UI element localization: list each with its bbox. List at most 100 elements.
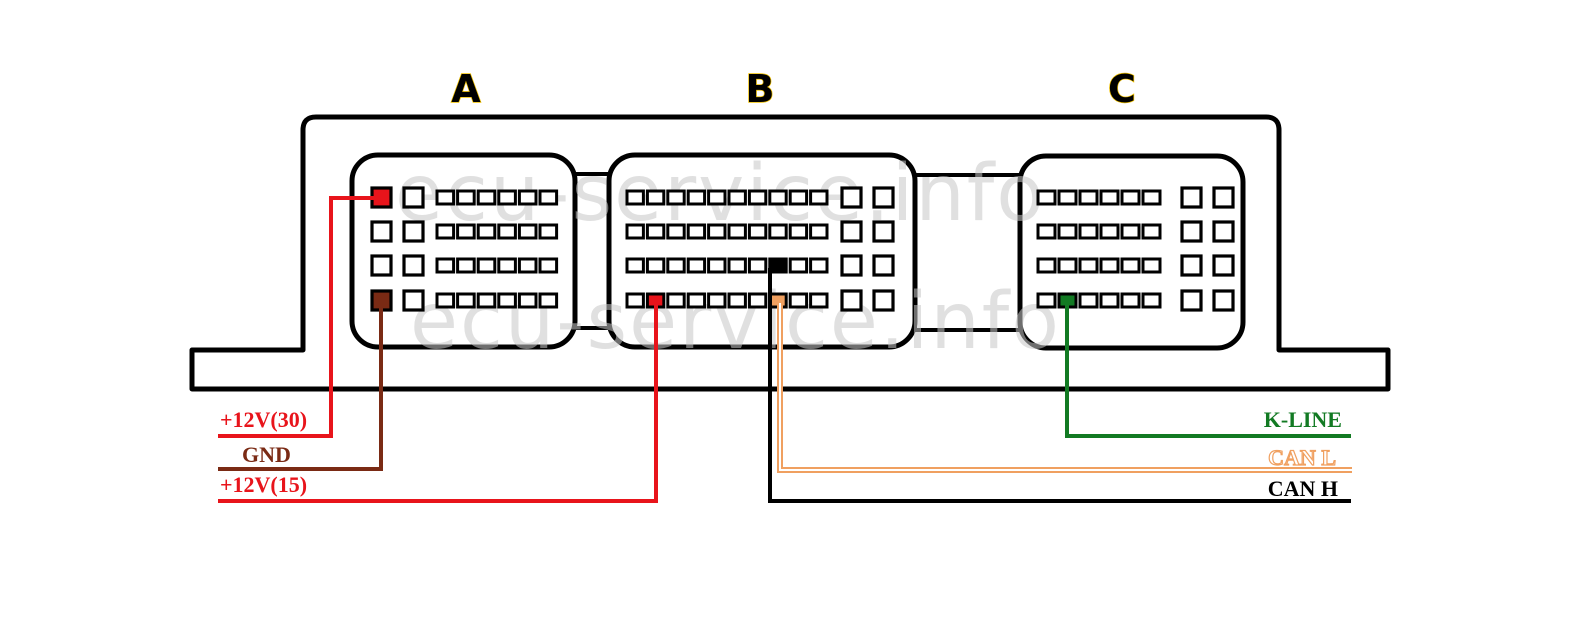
wire-plus12v30: +12V(30) <box>218 196 381 438</box>
pin-small <box>625 189 645 206</box>
pin-large <box>402 254 425 277</box>
pin-small <box>645 257 666 274</box>
pin-small <box>707 292 727 309</box>
pin-small <box>1057 223 1078 240</box>
pin-small <box>707 189 727 206</box>
pin-small <box>625 257 645 274</box>
pin-small <box>666 189 686 206</box>
pin-small <box>625 223 645 240</box>
wire-label-canl: CAN L <box>1268 445 1336 470</box>
pin-large <box>1212 289 1235 312</box>
pin-small <box>1078 223 1099 240</box>
pin-small <box>1057 189 1078 206</box>
pin-small <box>1036 292 1057 309</box>
pin-highlighted <box>768 257 788 274</box>
wire-kline: K-LINE <box>1065 303 1351 438</box>
pin-large <box>1180 254 1203 277</box>
pin-small <box>1141 189 1162 206</box>
pin-small <box>517 292 538 309</box>
pin-large <box>402 186 425 209</box>
pin-small <box>727 257 747 274</box>
pin-small <box>747 223 768 240</box>
pin-small <box>747 189 768 206</box>
pin-small <box>538 257 559 274</box>
pin-large <box>1180 186 1203 209</box>
pin-small <box>476 223 497 240</box>
pin-large <box>1180 220 1203 243</box>
watermark-line-2: ecu-service.info <box>410 277 1061 367</box>
pin-small <box>809 257 829 274</box>
pin-small <box>1141 223 1162 240</box>
pin-small <box>1078 292 1099 309</box>
wire-label-canh: CAN H <box>1268 476 1338 501</box>
pin-small <box>1036 223 1057 240</box>
pin-small <box>517 223 538 240</box>
pin-small <box>1099 257 1120 274</box>
pin-small <box>809 223 829 240</box>
pin-small <box>686 223 707 240</box>
pin-small <box>517 257 538 274</box>
pin-small <box>456 189 476 206</box>
pin-small <box>686 257 707 274</box>
pin-small <box>747 292 768 309</box>
pin-small <box>1057 257 1078 274</box>
pin-small <box>456 223 476 240</box>
pin-small <box>497 257 517 274</box>
pin-small <box>666 257 686 274</box>
pin-large <box>1212 254 1235 277</box>
pin-small <box>476 189 497 206</box>
pin-small <box>538 223 559 240</box>
pin-small <box>809 189 829 206</box>
pin-small <box>435 189 456 206</box>
connector-c-pins <box>1036 186 1235 312</box>
pin-large <box>402 220 425 243</box>
pin-small <box>1141 257 1162 274</box>
pin-small <box>788 257 809 274</box>
pin-small <box>645 223 666 240</box>
pin-small <box>456 292 476 309</box>
pin-small <box>1120 292 1141 309</box>
pin-small <box>686 189 707 206</box>
pin-large <box>370 220 393 243</box>
pin-small <box>1099 189 1120 206</box>
pin-small <box>538 292 559 309</box>
pin-small <box>666 292 686 309</box>
pin-small <box>625 292 645 309</box>
wire-label-kline: K-LINE <box>1264 407 1342 432</box>
pin-large <box>872 186 895 209</box>
pin-small <box>456 257 476 274</box>
wire-plus12v15: +12V(15) <box>218 303 658 503</box>
pin-large <box>402 289 425 312</box>
pin-small <box>497 189 517 206</box>
connector-b-pins <box>625 186 895 312</box>
pin-small <box>1141 292 1162 309</box>
connector-a-label: A <box>451 67 481 111</box>
pin-small <box>788 223 809 240</box>
wire-label-plus12v30: +12V(30) <box>220 407 307 432</box>
pin-small <box>707 223 727 240</box>
pin-small <box>435 223 456 240</box>
pin-small <box>517 189 538 206</box>
pin-large <box>840 254 863 277</box>
pin-large <box>1212 220 1235 243</box>
pin-large <box>840 289 863 312</box>
connector-b-label: B <box>746 67 775 111</box>
pin-small <box>476 292 497 309</box>
pin-small <box>788 292 809 309</box>
pin-small <box>497 292 517 309</box>
pin-large <box>1180 289 1203 312</box>
pin-small <box>727 189 747 206</box>
pin-large <box>872 220 895 243</box>
pin-small <box>686 292 707 309</box>
pin-large <box>872 254 895 277</box>
pin-small <box>497 223 517 240</box>
pin-small <box>1036 257 1057 274</box>
wire-canh: CAN H <box>768 268 1351 503</box>
wire-label-plus12v15: +12V(15) <box>220 472 307 497</box>
pin-small <box>476 257 497 274</box>
pin-small <box>1078 189 1099 206</box>
pin-small <box>747 257 768 274</box>
pin-small <box>1078 257 1099 274</box>
wire-gnd: GND <box>218 303 383 471</box>
